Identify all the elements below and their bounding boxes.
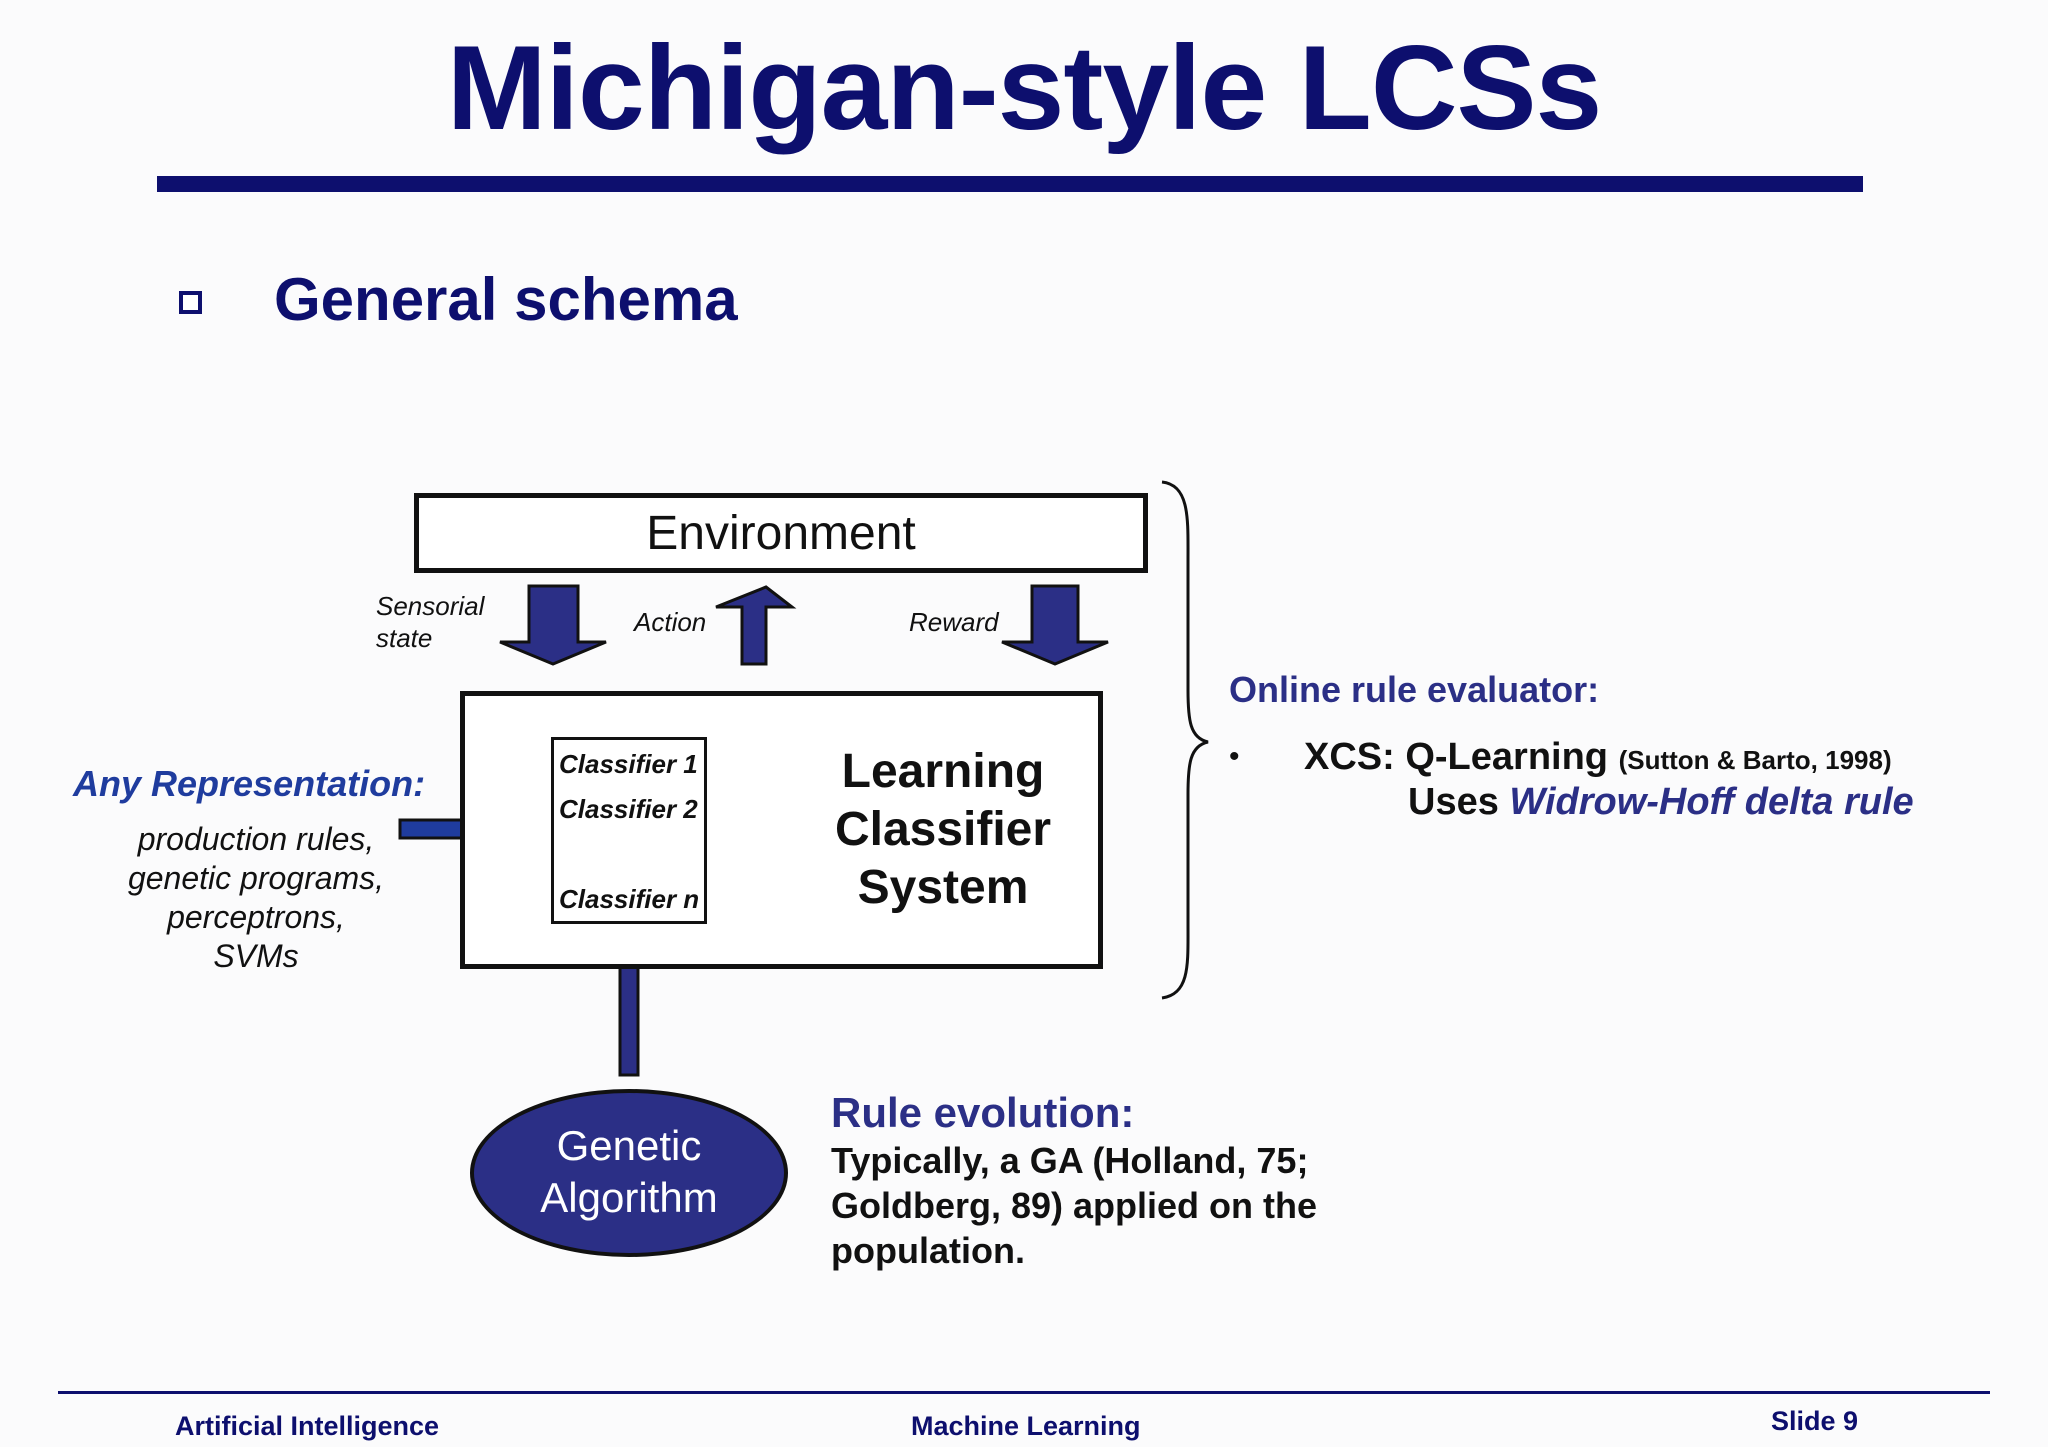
reward-arrow-icon <box>1001 584 1109 666</box>
sensorial-label-line2: state <box>376 623 433 653</box>
uses-prefix: Uses <box>1408 781 1499 823</box>
sensorial-label-line1: Sensorial <box>376 591 485 621</box>
rule-evolution-text: Typically, a GA (Holland, 75; Goldberg, … <box>831 1138 1391 1273</box>
footer-center: Machine Learning <box>911 1411 1141 1441</box>
lcs-label: Learning Classifier System <box>813 743 1073 917</box>
ga-label-line: Genetic <box>556 1122 702 1169</box>
rule-evolution-line: Typically, a GA (Holland, 75; <box>831 1140 1309 1181</box>
classifier-1-label: Classifier 1 <box>559 749 698 779</box>
representation-item: genetic programs, <box>127 860 385 896</box>
footer-left: Artificial Intelligence <box>175 1411 440 1441</box>
environment-box: Environment <box>414 493 1148 573</box>
representation-item: perceptrons, <box>167 899 345 935</box>
lcs-label-line: System <box>857 861 1029 914</box>
title-underline <box>157 176 1863 192</box>
rule-evolution-line: Goldberg, 89) applied on the <box>831 1185 1318 1226</box>
representation-list: production rules, genetic programs, perc… <box>100 820 412 976</box>
uses-line: Uses Widrow-Hoff delta rule <box>1408 778 1914 826</box>
lcs-label-line: Learning <box>841 745 1045 798</box>
classifier-n-label: Classifier n <box>559 884 700 914</box>
representation-item: SVMs <box>213 938 299 974</box>
online-evaluator-heading: Online rule evaluator: <box>1229 669 1600 710</box>
xcs-main: XCS: Q-Learning <box>1304 736 1609 778</box>
section-heading: General schema <box>274 266 738 333</box>
action-arrow-icon <box>715 585 797 666</box>
footer-slide-number: Slide 9 <box>1771 1406 1859 1436</box>
widrow-hoff-rule: Widrow-Hoff delta rule <box>1509 781 1914 823</box>
representation-item: production rules, <box>137 821 375 857</box>
sensorial-state-arrow-icon <box>499 584 607 666</box>
genetic-algorithm-label: Genetic Algorithm <box>470 1120 788 1224</box>
footer-rule <box>58 1391 1990 1394</box>
classifier-population-box <box>551 737 707 924</box>
rule-evolution-heading: Rule evolution: <box>831 1089 1135 1136</box>
xcs-citation: (Sutton & Barto, 1998) <box>1618 745 1892 775</box>
rule-evolution-line: population. <box>831 1230 1025 1271</box>
genetic-algorithm-ellipse <box>470 1089 788 1257</box>
reward-label: Reward <box>909 607 999 637</box>
action-label: Action <box>634 607 707 637</box>
classifier-2-label: Classifier 2 <box>559 794 698 824</box>
ga-label-line: Algorithm <box>540 1174 718 1221</box>
curly-brace-icon <box>1161 480 1209 1000</box>
slide-title: Michigan-style LCSs <box>446 21 1603 155</box>
environment-label: Environment <box>646 506 916 560</box>
lcs-label-line: Classifier <box>834 803 1052 856</box>
xcs-line: XCS: Q-Learning (Sutton & Barto, 1998) <box>1304 733 1892 784</box>
hollow-square-bullet-icon <box>179 291 202 314</box>
xcs-bullet: • <box>1229 740 1240 773</box>
any-representation-heading: Any Representation: <box>73 763 426 804</box>
